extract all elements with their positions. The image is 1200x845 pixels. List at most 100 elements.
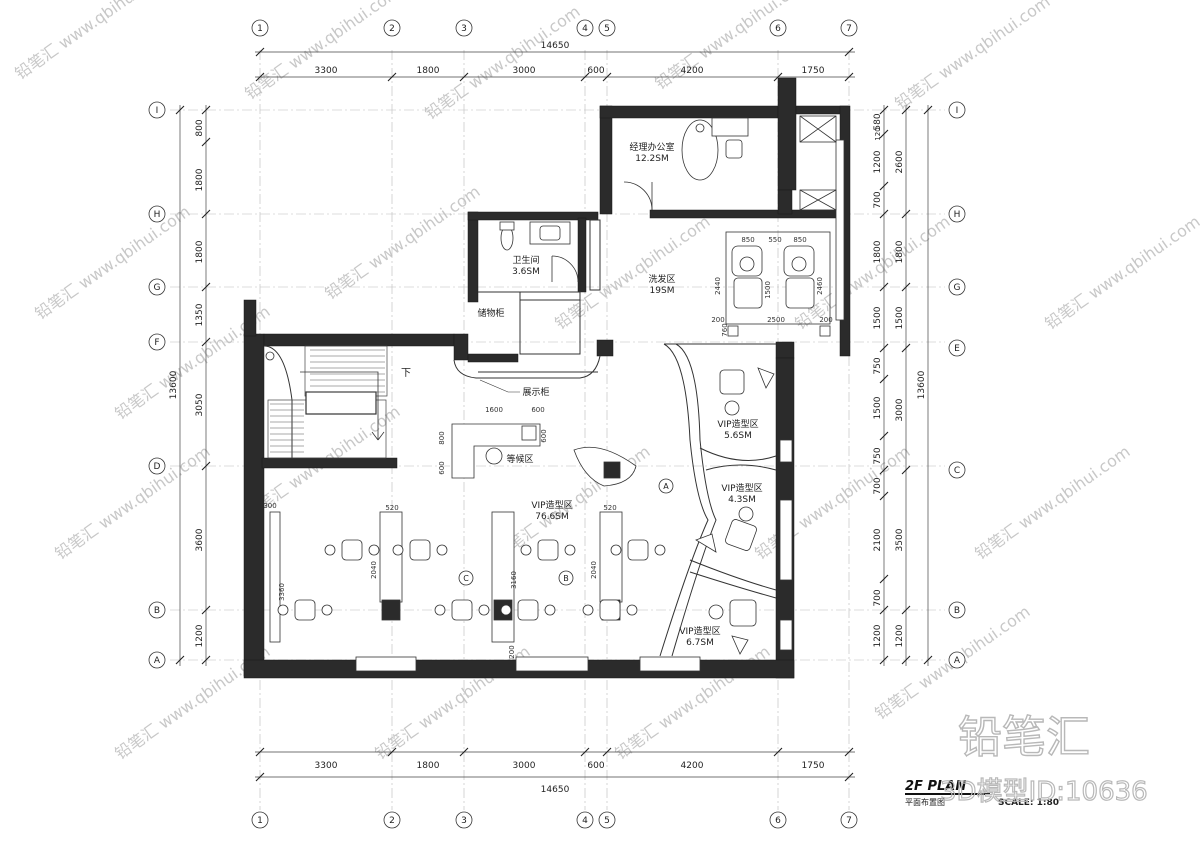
watermark-text: 铅笔汇 www.qbihui.com [551,212,713,334]
fixture-dim: 3360 [278,583,286,601]
brand-logo-text: 铅笔汇 [958,712,1090,763]
room-area-office: 12.2SM [635,154,669,164]
marker-c-label: C [463,574,469,583]
fixture-dim: 2040 [370,561,378,579]
dim-bottom-segment: 3300 [315,761,338,771]
fixture-dim: 3160 [510,571,518,589]
watermark-text: 铅笔汇 www.qbihui.com [891,0,1053,113]
watermark-text: 铅笔汇 www.qbihui.com [11,0,173,83]
dim-right-inner: 750 [873,447,883,464]
dim-right-outer: 3000 [895,398,905,421]
dim-right-outer: 3500 [895,528,905,551]
grid-row-label: A [954,656,961,666]
dim-right-inner: 700 [873,191,883,208]
fixture-dim: 2440 [714,277,722,295]
dim-right-inner: 580 [873,113,883,130]
grid-axes [170,50,945,810]
dim-left-total: 13600 [169,370,179,399]
watermark-text: 铅笔汇 www.qbihui.com [241,0,403,103]
room-name-toilet: 卫生间 [512,254,539,266]
watermark-text: 铅笔汇 www.qbihui.com [1041,212,1200,334]
room-area-wash: 19SM [650,286,675,296]
dim-left-segment: 800 [195,119,205,136]
grid-row-label: A [154,656,161,666]
marker-a-label: A [663,482,669,491]
dim-left-segment: 1800 [195,168,205,191]
fixture-dim: 550 [768,236,781,244]
grid-col-label: 1 [257,816,263,826]
fixture-dim: 200 [819,316,832,324]
room-name-office: 经理办公室 [629,141,674,153]
dim-top-segment: 3300 [315,66,338,76]
dim-right-outer: 2600 [895,150,905,173]
room-area-vip-1: 5.6SM [724,431,752,441]
fixture-dim: 2500 [767,316,785,324]
grid-bubbles-right [948,101,966,669]
dim-right-total: 13600 [917,370,927,399]
styling-chairs [277,539,666,621]
plan-subtitle: 平面布置图 [905,797,945,807]
grid-col-label: 3 [461,816,467,826]
grid-bubbles-left [148,101,166,669]
fixture-dim: 1600 [485,406,503,414]
styling-chair [324,539,380,561]
fixture-dim: 520 [385,504,398,512]
grid-col-label: 3 [461,24,467,34]
marker-b-label: B [563,574,569,583]
dim-bottom-segment: 4200 [681,761,704,771]
styling-chair [582,599,638,621]
grid-col-label: 4 [582,24,588,34]
room-name-display: 展示柜 [522,386,549,398]
dim-bottom-total: 14650 [541,785,570,795]
plan-scale: SCALE: 1:80 [998,798,1059,808]
dim-right-inner: 120 [874,127,882,140]
partitions [263,219,777,657]
office-furniture [623,115,837,211]
room-area-toilet: 3.6SM [512,267,540,277]
fixture-dim: 300 [263,502,276,510]
dim-right-inner: 700 [873,589,883,606]
dim-left-segment: 3600 [195,528,205,551]
dim-bottom-segment: 600 [587,761,604,771]
dim-right-outer: 1500 [895,306,905,329]
grid-row-label: C [954,466,960,476]
fixture-dim: 1500 [764,281,772,299]
styling-chair [392,539,448,561]
stair-arrow [265,351,385,441]
styling-chair [520,539,576,561]
dim-top-total: 14650 [541,41,570,51]
grid-row-label: B [154,606,160,616]
grid-row-label: I [156,106,159,116]
grid-row-label: G [954,283,961,293]
dimension-ticks [175,47,933,782]
grid-col-label: 1 [257,24,263,34]
styling-chair [500,599,556,621]
grid-col-label: 6 [775,24,781,34]
dim-right-inner: 700 [873,477,883,494]
fixture-dim: 2460 [816,277,824,295]
grid-row-label: I [956,106,959,116]
fixture-dim: 2040 [590,561,598,579]
dim-right-outer: 1800 [895,240,905,263]
dim-bottom-segment: 1750 [802,761,825,771]
brand-watermark: 铅笔汇 3D模型ID:10636 [939,711,1148,807]
vip-room-furniture [695,367,775,655]
dim-right-inner: 750 [873,357,883,374]
dimension-lines [179,51,929,778]
stair-treads [270,349,385,453]
dim-right-inner: 1500 [873,306,883,329]
grid-col-label: 5 [604,816,610,826]
stair-down-label: 下 [401,368,411,379]
room-area-vip-2: 4.3SM [728,495,756,505]
fixture-dim: 760 [721,323,729,336]
styling-chair [610,539,666,561]
dim-bottom-segment: 1800 [417,761,440,771]
grid-row-label: E [954,344,960,354]
fixture-dim: 520 [603,504,616,512]
dim-right-inner: 2100 [873,528,883,551]
grid-bubbles-top [251,19,858,37]
fixture-dim: 600 [540,429,548,442]
leader-lines [479,379,520,393]
